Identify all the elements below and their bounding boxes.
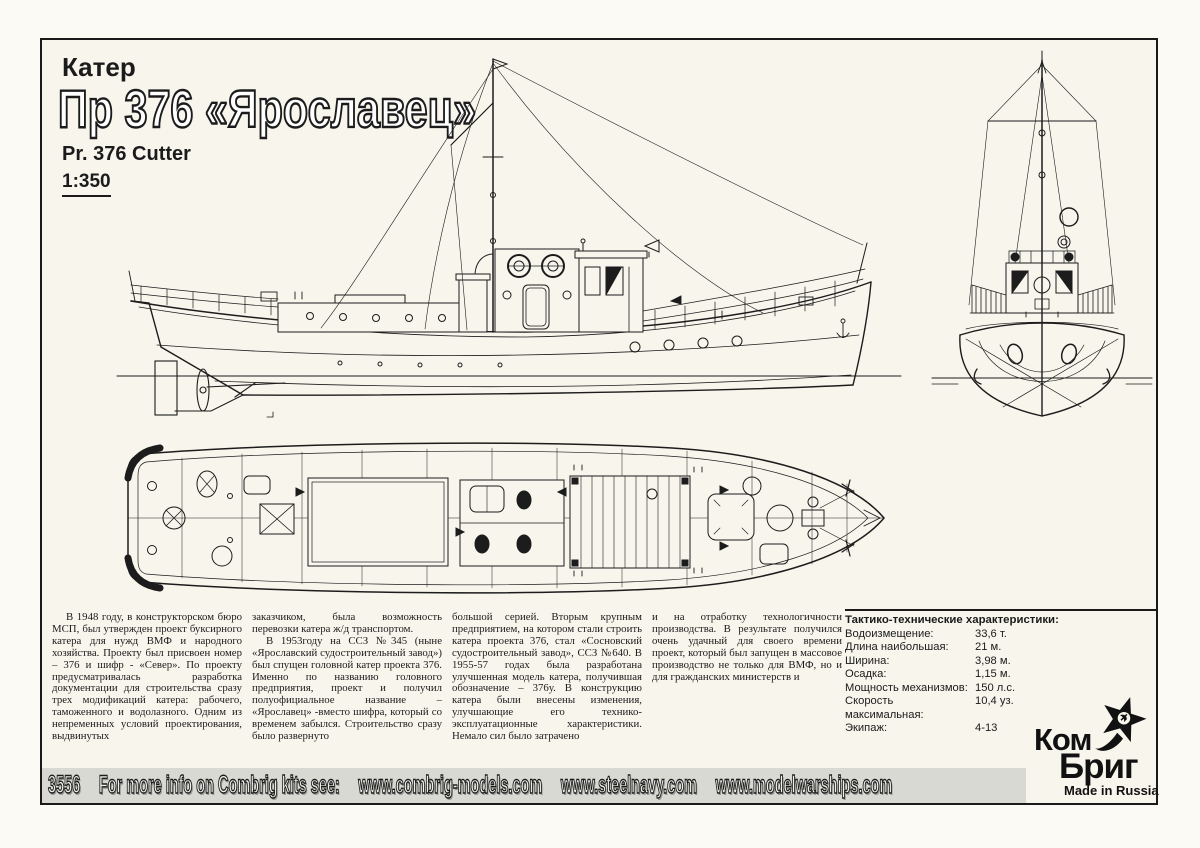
- portholes: [337, 335, 743, 368]
- footer-bar-content: 3556 For more info on Combrig kits see: …: [48, 768, 911, 803]
- wheelhouse-window: [584, 266, 601, 296]
- spec-row: Ширина: 3,98 м.: [845, 655, 1156, 669]
- spec-value: 1,15 м.: [975, 668, 1011, 680]
- combrig-logo: Ком Бриг Made in Russia: [1026, 697, 1159, 803]
- spec-row: Скорость максимальная: 10,4 уз.: [845, 695, 1156, 722]
- page-frame: [40, 38, 1158, 805]
- history-paragraph: В 1948 году, в конструкторском бюро МСП,…: [52, 611, 242, 743]
- rigging: [320, 60, 864, 330]
- spec-label: Мощность механизмов:: [845, 681, 968, 694]
- plan-cabin: [295, 477, 449, 567]
- stern-fittings: [147, 470, 295, 567]
- horn-icon: [643, 239, 660, 253]
- deck-fittings: [128, 270, 850, 338]
- bow-mast: [987, 50, 1097, 264]
- wheelhouse-window: [605, 266, 624, 296]
- railings: [130, 268, 866, 330]
- kit-number: 3556: [48, 770, 81, 799]
- specs-divider: [845, 609, 1156, 611]
- mast-ring: [1059, 207, 1079, 227]
- spec-value: 3,98 м.: [975, 654, 1011, 667]
- wheelhouse: [574, 238, 660, 333]
- history-column: большой серией. Вторым крупным предприят…: [452, 611, 642, 743]
- spec-label: Длина наибольшая:: [845, 641, 949, 653]
- side-view-drawing: [116, 58, 902, 418]
- footer-info: For more info on Combrig kits see:: [98, 770, 340, 799]
- spec-value: 10,4 уз.: [975, 695, 1014, 707]
- combrig-star-icon: [1094, 697, 1147, 751]
- history-paragraph: В 1953году на ССЗ №345 (ныне «Ярославски…: [252, 634, 442, 743]
- spec-row: Водоизмещение: 33,6 т.: [845, 628, 1156, 642]
- history-column: и на отработку технологичности производс…: [652, 611, 842, 743]
- siren-icon: [1057, 235, 1071, 249]
- website-url: www.steelnavy.com: [560, 770, 698, 799]
- specs-title: Тактико-технические характеристики:: [845, 614, 1059, 626]
- spec-value: 33,6 т.: [975, 627, 1007, 640]
- website-url: www.modelwarships.com: [715, 770, 893, 799]
- history-column: заказчиком, была возможность перевозки к…: [252, 611, 442, 743]
- footer-websites: www.combrig-models.com www.steelnavy.com w…: [358, 770, 911, 800]
- funnel: [455, 253, 494, 333]
- bow-hull: [959, 262, 1125, 417]
- spec-value: 150 л.с.: [975, 681, 1016, 694]
- hawse-holes: [1006, 343, 1078, 365]
- cabin-door: [522, 284, 550, 330]
- history-column: В 1948 году, в конструкторском бюро МСП,…: [52, 611, 242, 743]
- spec-label: Скорость максимальная:: [845, 695, 924, 721]
- stern-fenders: [124, 444, 164, 592]
- spec-label: Водоизмещение:: [845, 627, 934, 640]
- history-paragraph: большой серией. Вторым крупным предприят…: [452, 611, 642, 743]
- spec-label: Экипаж:: [845, 722, 888, 734]
- scale-label: 1:350: [62, 171, 111, 197]
- history-paragraph: и на отработку технологичности производс…: [652, 611, 842, 683]
- aft-cabin: [277, 294, 486, 333]
- specs-block: Тактико-технические характеристики: Водо…: [845, 609, 1156, 736]
- plan-engine-casing: [569, 464, 703, 577]
- made-in-russia: Made in Russia: [1064, 783, 1159, 798]
- page-title: Пр 376 «Ярославец»: [57, 79, 477, 140]
- bow-view-drawing: [931, 50, 1153, 417]
- plan-fore-fittings: [707, 476, 882, 565]
- plan-skylight: [455, 479, 567, 567]
- spec-row: Осадка: 1,15 м.: [845, 668, 1156, 682]
- footer-bar: 3556 For more info on Combrig kits see: …: [42, 768, 1156, 803]
- bow-rigging: [968, 64, 1116, 306]
- history-columns: В 1948 году, в конструкторском бюро МСП,…: [52, 611, 844, 743]
- plan-view-drawing: [124, 442, 885, 594]
- anchors: [973, 368, 1111, 385]
- spec-value: 4-13: [975, 722, 998, 734]
- category-title: Катер: [62, 52, 136, 82]
- spec-value: 21 м.: [975, 641, 1002, 653]
- website-url: www.combrig-models.com: [358, 770, 543, 799]
- lifebuoy-icon: [507, 254, 565, 278]
- logo-text-kom: Ком: [1034, 722, 1092, 757]
- deckhouse: [494, 248, 580, 333]
- spec-row: Длина наибольшая: 21 м.: [845, 641, 1156, 655]
- spec-row: Мощность механизмов: 150 л.с.: [845, 682, 1156, 696]
- logo-text-brig: Бриг: [1059, 747, 1139, 786]
- history-paragraph: заказчиком, была возможность перевозки к…: [252, 611, 442, 635]
- jackstaff: [856, 242, 868, 284]
- subtitle: Pr. 376 Cutter: [62, 143, 191, 165]
- mast: [450, 58, 509, 333]
- spec-label: Ширина:: [845, 654, 890, 667]
- spec-row: Экипаж: 4-13: [845, 722, 1156, 736]
- specs-rows: Водоизмещение: 33,6 т. Длина наибольшая: 21…: [845, 628, 1156, 736]
- spec-label: Осадка:: [845, 668, 887, 680]
- propeller-rudder-group: [154, 360, 286, 418]
